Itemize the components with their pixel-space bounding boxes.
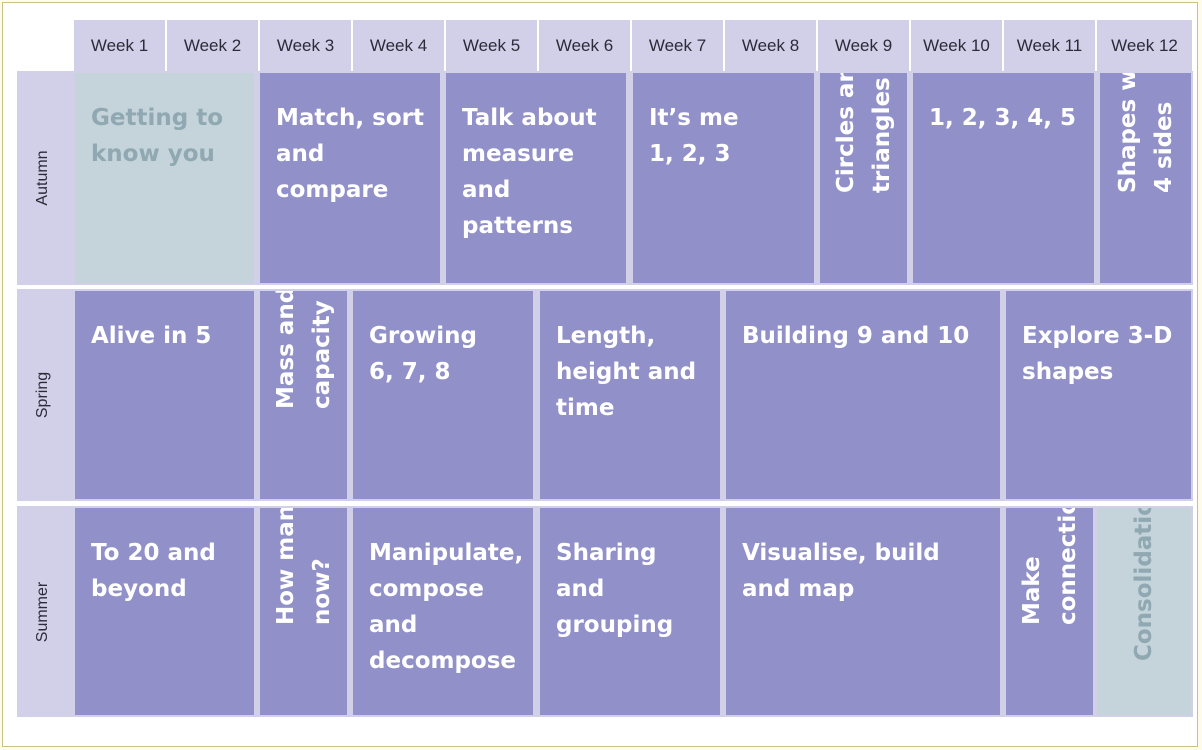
block-getting-to-know-you: Getting to know you [75,73,254,283]
block-consolidation-text: Consolidation [1131,508,1157,661]
week-header-2: Week 2 [167,20,258,72]
week-header-4: Week 4 [353,20,444,72]
block-sharing-grouping: Sharing and grouping [540,508,720,715]
block-to-20-beyond: To 20 and beyond [75,508,254,715]
term-autumn-text: Autumn [34,150,51,206]
block-its-me-123: It’s me 1, 2, 3 [633,73,814,283]
block-building-9-10: Building 9 and 10 [726,291,1000,499]
term-label-autumn: Autumn [17,71,69,285]
block-shapes-4-sides: Shapes with 4 sides [1100,73,1191,283]
week-header-9: Week 9 [818,20,909,72]
term-label-summer: Summer [17,506,69,717]
block-make-connections-text: Make connections [1018,508,1081,625]
week-header-11: Week 11 [1004,20,1095,72]
week-header-10: Week 10 [911,20,1002,72]
block-how-many-now-text: How many now? [272,508,335,625]
block-consolidation: Consolidation [1097,508,1191,715]
week-header-8: Week 8 [725,20,816,72]
block-manipulate-compose-decompose: Manipulate, compose and decompose [353,508,533,715]
block-length-height-time: Length, height and time [540,291,720,499]
term-summer-text: Summer [34,581,51,642]
week-header-12: Week 12 [1097,20,1192,72]
week-header-7: Week 7 [632,20,723,72]
block-make-connections: Make connections [1006,508,1093,715]
block-shapes-4-sides-text: Shapes with 4 sides [1114,73,1177,193]
block-how-many-now: How many now? [260,508,347,715]
block-growing-678: Growing 6, 7, 8 [353,291,533,499]
block-1-to-5: 1, 2, 3, 4, 5 [913,73,1094,283]
block-alive-in-5: Alive in 5 [75,291,254,499]
block-circles-triangles-text: Circles and triangles [832,73,895,193]
term-label-spring: Spring [17,289,69,501]
block-explore-3d-shapes: Explore 3-D shapes [1006,291,1191,499]
block-talk-about-measure-patterns: Talk about measure and patterns [446,73,626,283]
block-mass-capacity: Mass and capacity [260,291,347,499]
block-mass-capacity-text: Mass and capacity [272,291,335,409]
block-circles-triangles: Circles and triangles [820,73,907,283]
week-header-3: Week 3 [260,20,351,72]
week-header-6: Week 6 [539,20,630,72]
block-visualise-build-map: Visualise, build and map [726,508,1000,715]
term-spring-text: Spring [34,371,51,419]
week-header-1: Week 1 [74,20,165,72]
block-match-sort-compare: Match, sort and compare [260,73,440,283]
week-header-5: Week 5 [446,20,537,72]
